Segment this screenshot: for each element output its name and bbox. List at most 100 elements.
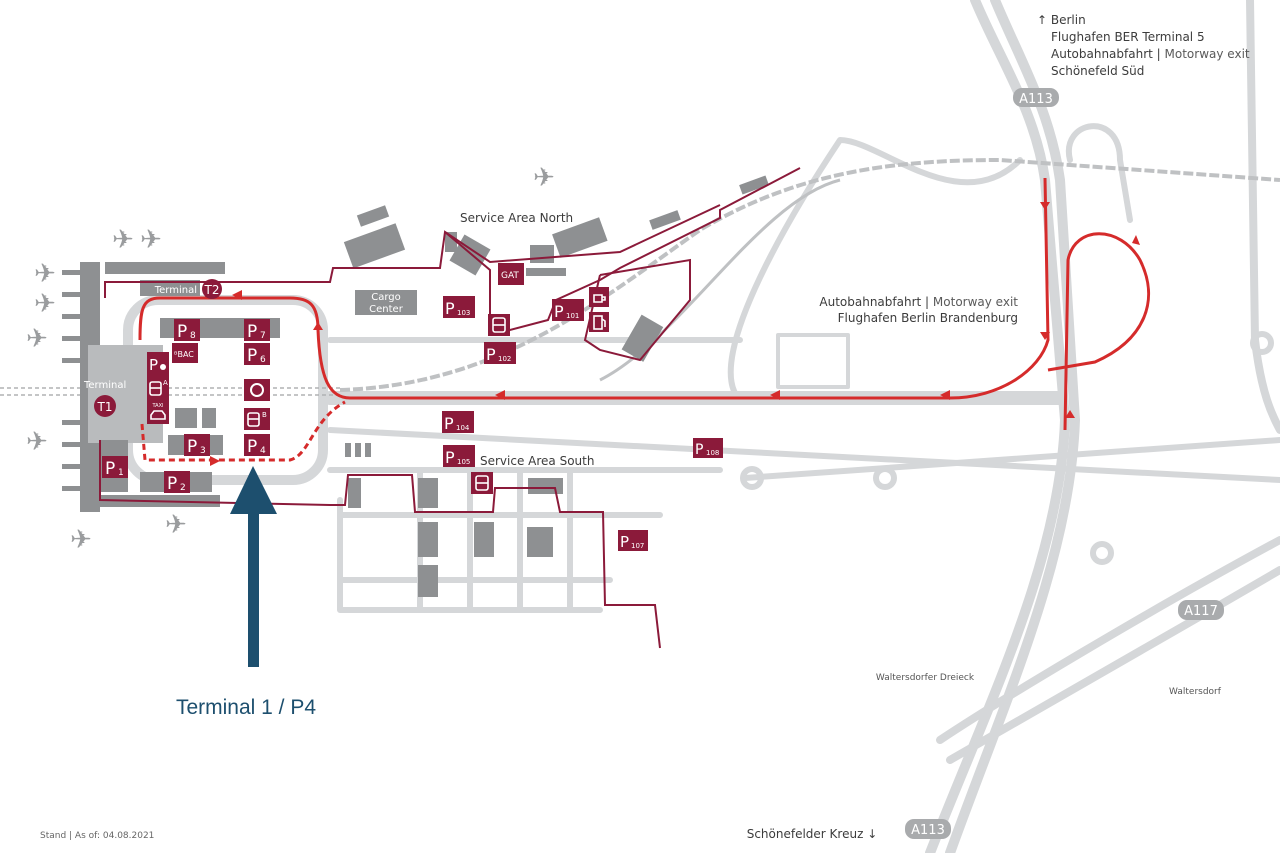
svg-text:8: 8 <box>190 331 196 341</box>
terminal-t1-marker[interactable]: T1 <box>94 395 116 417</box>
svg-text:Flughafen Berlin Brandenburg: Flughafen Berlin Brandenburg <box>838 311 1018 325</box>
svg-text:1: 1 <box>118 468 124 478</box>
taxi-stand[interactable]: TAXI <box>147 400 169 424</box>
svg-text:↑ Berlin: ↑ Berlin <box>1037 13 1086 27</box>
plane-icon: ✈ <box>112 225 134 255</box>
bus-stop-b[interactable]: B <box>244 408 270 430</box>
plane-icon: ✈ <box>140 225 162 255</box>
svg-text:2: 2 <box>180 483 186 493</box>
svg-text:ᴮBAC: ᴮBAC <box>174 350 194 359</box>
north-info: ↑ Berlin Flughafen BER Terminal 5 Autoba… <box>1037 13 1250 78</box>
as-of-date: Stand | As of: 04.08.2021 <box>40 831 154 841</box>
svg-text:A: A <box>163 379 168 387</box>
fuel-marker[interactable] <box>589 312 609 332</box>
svg-text:6: 6 <box>260 355 266 365</box>
check-icon <box>160 364 166 370</box>
route <box>138 177 1150 466</box>
svg-text:P: P <box>444 414 454 433</box>
terminal-t2-marker[interactable]: T2 <box>202 279 222 299</box>
svg-text:GAT: GAT <box>501 271 519 281</box>
bus-stop-north[interactable] <box>488 314 510 336</box>
svg-text:105: 105 <box>457 458 470 466</box>
svg-text:4: 4 <box>260 446 266 456</box>
svg-text:P: P <box>247 437 257 457</box>
svg-text:TAXI: TAXI <box>152 403 164 409</box>
service-area-north-label: Service Area North <box>460 211 573 225</box>
svg-text:P: P <box>149 356 158 374</box>
fuel-icon <box>593 315 606 330</box>
svg-text:103: 103 <box>457 309 470 317</box>
svg-text:T2: T2 <box>204 283 220 297</box>
bus-icon <box>149 381 162 396</box>
svg-text:P: P <box>486 345 496 364</box>
exit-ber-info: Autobahnabfahrt | Motorway exit Flughafe… <box>819 295 1018 325</box>
bac-marker[interactable]: ᴮBAC <box>172 343 198 363</box>
train-station-marker[interactable] <box>244 379 270 401</box>
a113-south-badge: A113 <box>905 819 951 839</box>
svg-text:102: 102 <box>498 355 511 363</box>
cargo-center-label: Center <box>369 304 404 315</box>
plane-icon: ✈ <box>70 525 92 555</box>
terminal-t1-label: Terminal <box>83 380 126 391</box>
waltersdorfer-dreieck-label: Waltersdorfer Dreieck <box>876 673 975 683</box>
svg-text:P: P <box>695 442 703 458</box>
cargo-center-label: Cargo <box>371 292 401 303</box>
callout-label: Terminal 1 / P4 <box>176 696 316 719</box>
bus-stop-south[interactable] <box>471 472 493 494</box>
svg-text:P: P <box>554 302 564 321</box>
svg-text:A113: A113 <box>911 823 945 838</box>
svg-text:A113: A113 <box>1019 92 1053 107</box>
bus-stop-a[interactable]: A <box>147 376 169 400</box>
plane-icon: ✈ <box>533 163 555 193</box>
svg-text:3: 3 <box>200 446 206 456</box>
bus-icon <box>475 475 489 491</box>
svg-text:P: P <box>247 346 257 366</box>
svg-text:P: P <box>445 448 455 467</box>
svg-text:Flughafen BER Terminal 5: Flughafen BER Terminal 5 <box>1051 30 1205 44</box>
svg-text:101: 101 <box>566 312 579 320</box>
plane-icons: ✈ ✈ ✈ ✈ ✈ ✈ ✈ ✈ ✈ <box>26 163 555 555</box>
callout-arrow <box>230 466 277 667</box>
schoenefelder-kreuz-label: Schönefelder Kreuz ↓ <box>747 827 878 841</box>
waltersdorf-label: Waltersdorf <box>1169 687 1222 697</box>
svg-text:7: 7 <box>260 331 266 341</box>
svg-text:104: 104 <box>456 424 470 432</box>
cafe-marker[interactable] <box>589 287 609 307</box>
a113-north-badge: A113 <box>1013 88 1059 107</box>
gat-marker[interactable]: GAT <box>498 263 524 285</box>
plane-icon: ✈ <box>165 510 187 540</box>
parking-pe-marker[interactable]: P <box>147 352 169 376</box>
taxi-icon <box>150 410 166 420</box>
svg-text:P: P <box>105 459 115 479</box>
svg-text:A117: A117 <box>1184 604 1218 619</box>
svg-text:107: 107 <box>631 542 644 550</box>
svg-text:P: P <box>620 533 629 551</box>
svg-text:Autobahnabfahrt | Motorway exi: Autobahnabfahrt | Motorway exit <box>819 295 1018 309</box>
coffee-icon <box>593 294 606 303</box>
a117-badge: A117 <box>1178 600 1224 620</box>
svg-text:P: P <box>167 474 177 494</box>
svg-text:Autobahnabfahrt | Motorway exi: Autobahnabfahrt | Motorway exit <box>1051 47 1250 61</box>
svg-text:P: P <box>445 299 455 318</box>
svg-text:P: P <box>247 322 257 342</box>
svg-text:108: 108 <box>706 449 719 457</box>
plane-icon: ✈ <box>34 289 56 319</box>
train-icon <box>250 383 264 397</box>
